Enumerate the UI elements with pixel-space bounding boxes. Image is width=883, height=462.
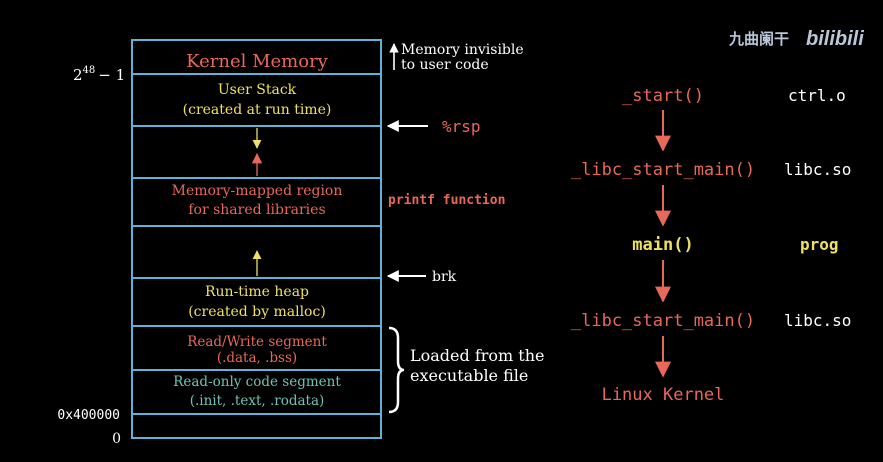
call-libc-start-main-1: _libc_start_main()	[571, 160, 755, 180]
call-chain: _start() ctrl.o _libc_start_main() libc.…	[571, 86, 852, 405]
invisible-note-line2: to user code	[401, 57, 489, 73]
heap-sublabel: (created by malloc)	[188, 304, 326, 320]
memory-segments	[131, 39, 382, 439]
rw-segment-label: Read/Write segment	[187, 334, 327, 350]
segment-bottom-box	[131, 413, 382, 439]
call-libc-start-main-1-lib: libc.so	[784, 160, 851, 179]
mmap-label: Memory-mapped region	[172, 183, 343, 199]
watermark-bilibili-logo: bilibili	[806, 28, 864, 50]
call-libc-start-main-2-lib: libc.so	[784, 311, 851, 330]
kernel-memory-label: Kernel Memory	[186, 51, 329, 72]
call-linux-kernel: Linux Kernel	[602, 385, 725, 405]
call-main: main()	[632, 235, 693, 255]
user-stack-label: User Stack	[218, 82, 297, 98]
mmap-sublabel: for shared libraries	[188, 202, 325, 218]
rw-segment-sublabel: (.data, .bss)	[217, 350, 297, 366]
ro-segment-label: Read-only code segment	[173, 374, 341, 390]
loaded-brace	[388, 326, 405, 414]
loaded-note-line2: executable file	[410, 366, 528, 385]
address-zero: 0	[112, 431, 121, 447]
watermark-channel: 九曲阑干	[728, 30, 789, 48]
rsp-label: %rsp	[442, 117, 481, 136]
heap-label: Run-time heap	[205, 284, 309, 300]
call-start-lib: ctrl.o	[788, 86, 846, 105]
ro-segment-sublabel: (.init, .text, .rodata)	[190, 393, 325, 409]
printf-label: printf function	[388, 193, 505, 208]
address-text-start: 0x400000	[57, 408, 120, 423]
brk-label: brk	[432, 269, 457, 285]
user-stack-sublabel: (created at run time)	[183, 102, 332, 118]
call-libc-start-main-2: _libc_start_main()	[571, 311, 755, 331]
call-main-lib: prog	[800, 235, 839, 254]
loaded-note-line1: Loaded from the	[410, 346, 545, 365]
invisible-note-line1: Memory invisible	[401, 42, 524, 58]
call-start: _start()	[622, 86, 704, 106]
address-top: 248− 1	[73, 65, 125, 84]
